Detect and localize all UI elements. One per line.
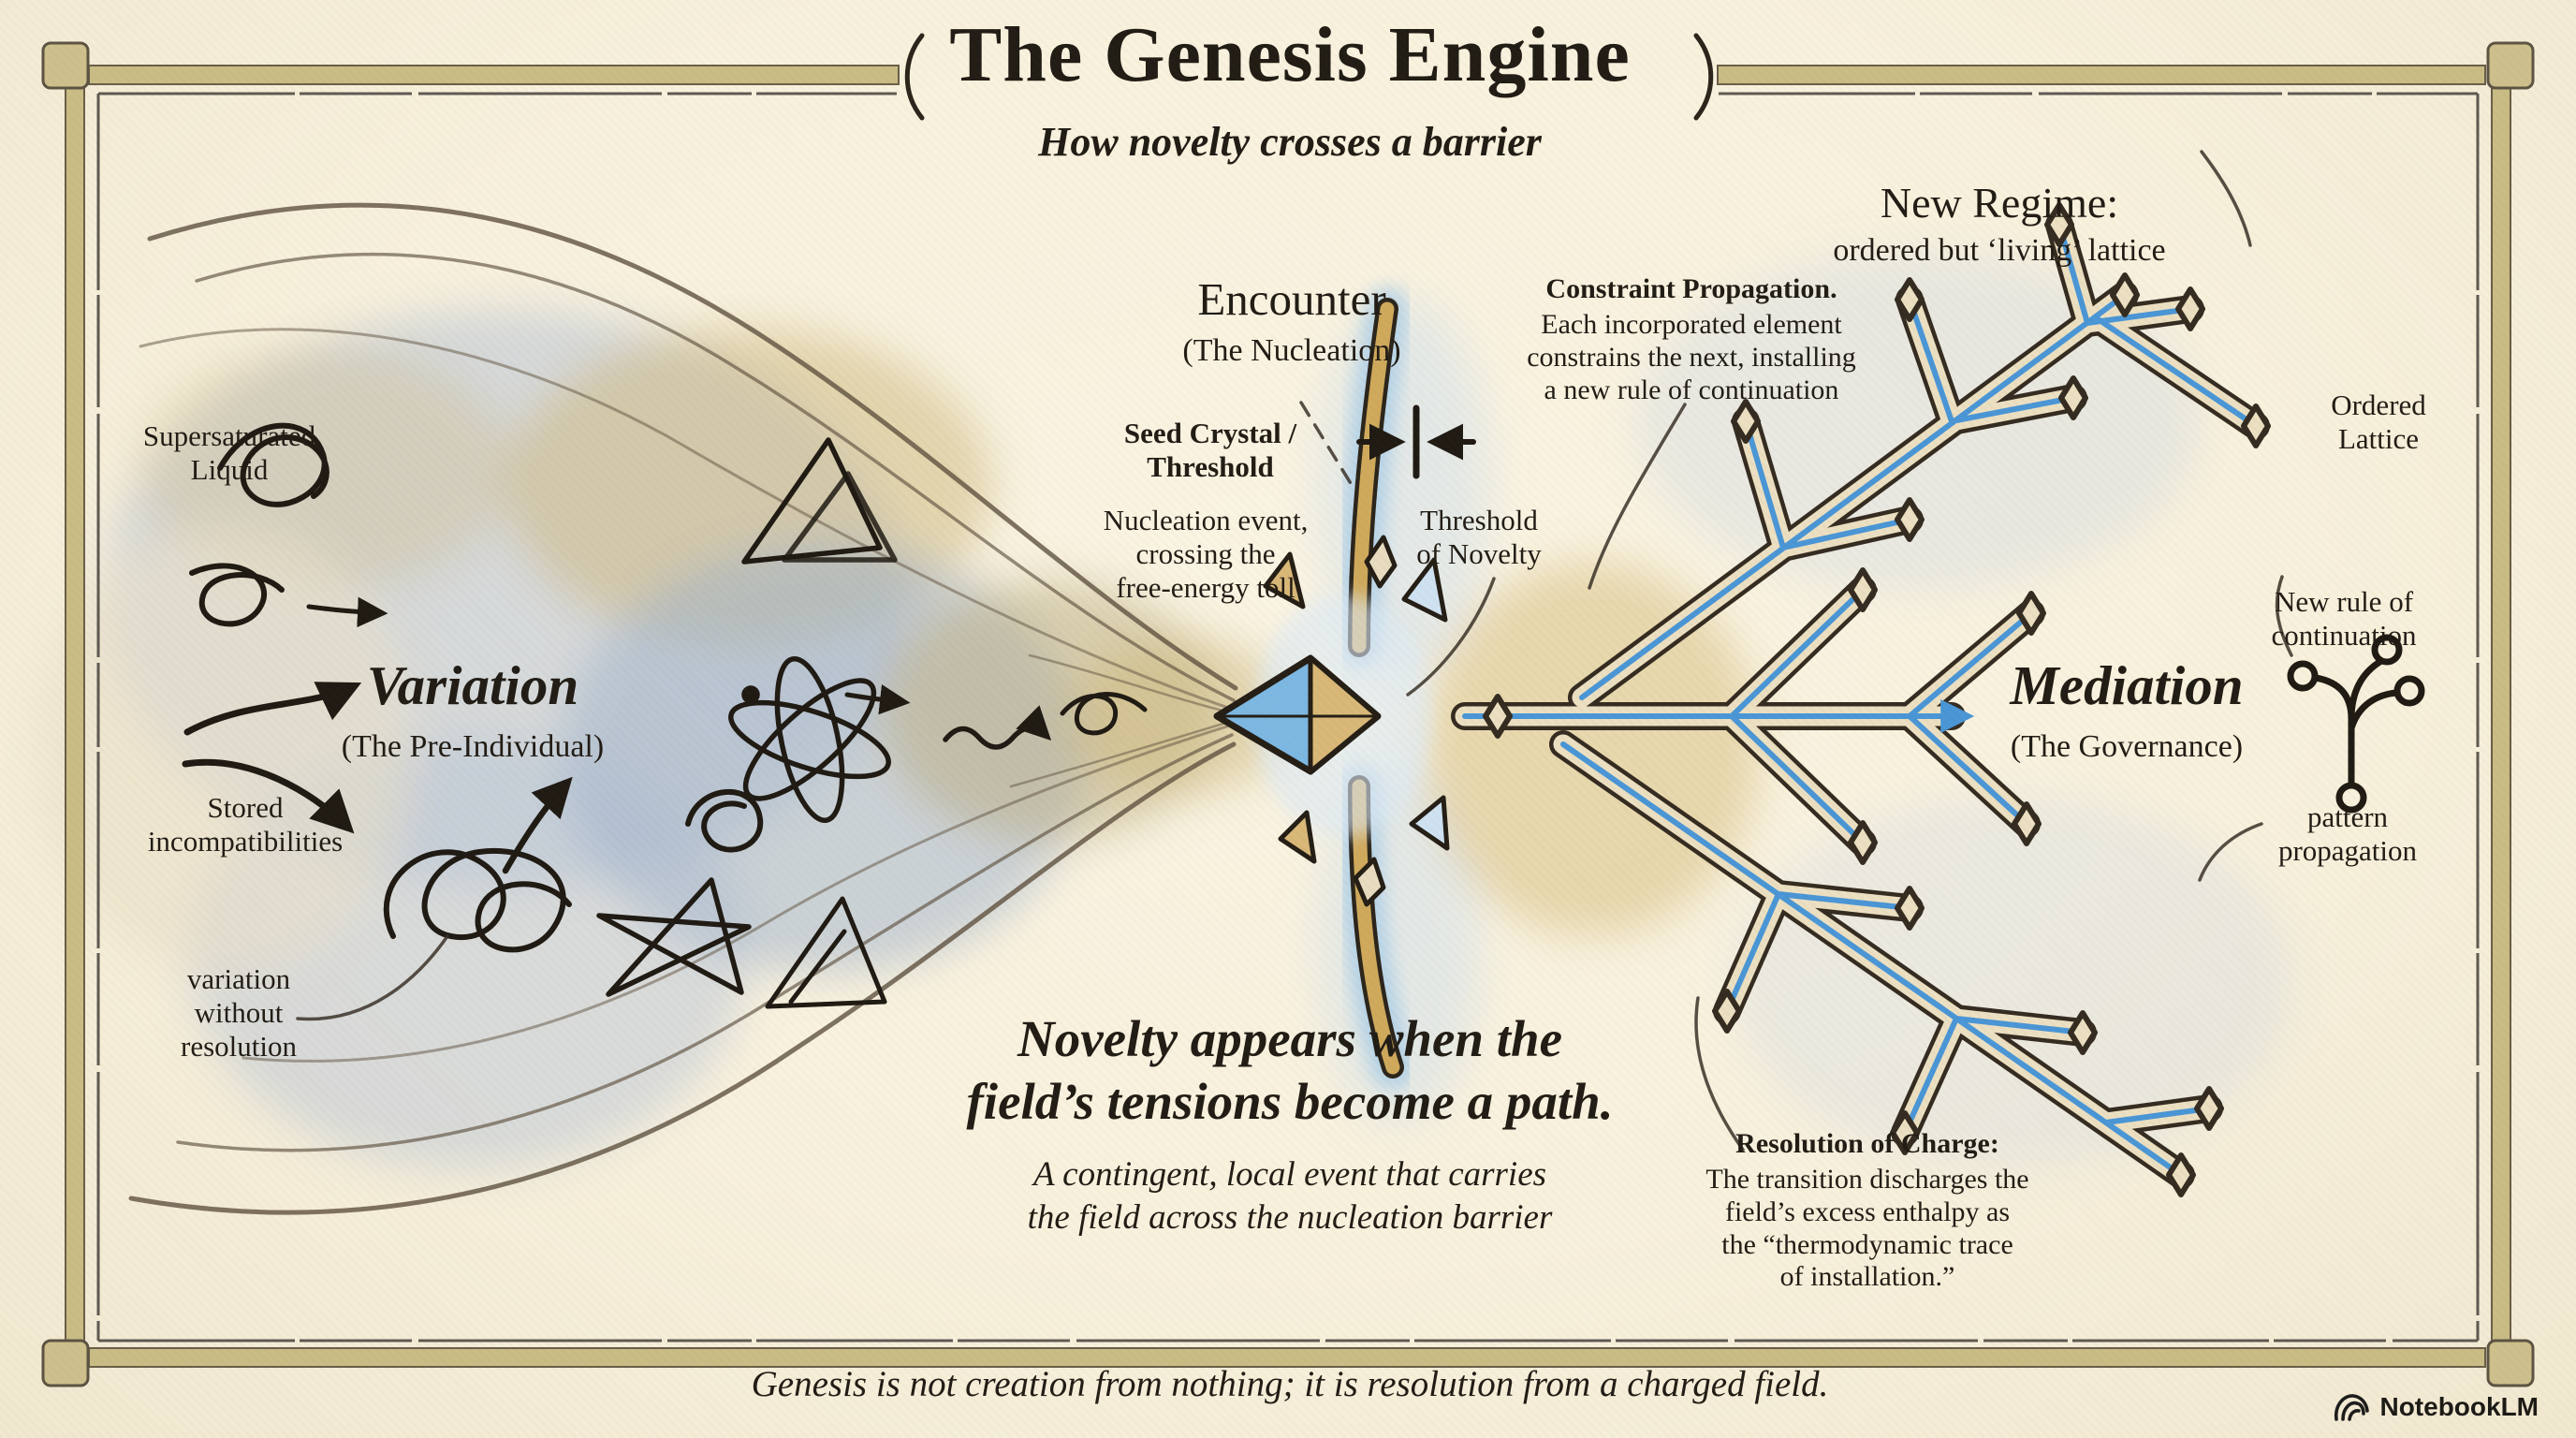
convergence-icon	[1356, 404, 1476, 479]
label-constraint-propagation-title: Constraint Propagation.	[1545, 273, 1837, 304]
label-stored-incompatibilities: Stored incompatibilities	[147, 791, 344, 858]
crossing-paths-icon	[182, 682, 362, 834]
scribble-doodles	[189, 422, 1148, 1009]
novelty-statement: Novelty appears when the field’s tension…	[966, 1010, 1614, 1131]
label-pattern-propagation: pattern propagation	[2277, 800, 2418, 867]
label-new-rule-of-continuation: New rule of continuation	[2271, 585, 2417, 652]
notebooklm-logo-icon	[2334, 1394, 2370, 1421]
tangle-arrow-icon	[502, 776, 573, 874]
label-ordered-lattice: Ordered Lattice	[2331, 389, 2426, 455]
triangle-doodles-icon	[741, 437, 898, 565]
neck-squiggle-icon	[1060, 692, 1148, 736]
frame-border	[41, 33, 2535, 1387]
leader-lines	[296, 150, 2293, 1152]
tangle-scribble-icon	[384, 847, 572, 953]
label-seed-crystal-threshold: Seed Crystal / Threshold	[1123, 417, 1297, 483]
crystal-shards	[1263, 535, 1450, 907]
label-threshold-of-novelty: Threshold of Novelty	[1416, 504, 1542, 570]
lattice-art	[1465, 205, 2268, 1195]
loop-scribble-icon	[189, 563, 285, 627]
label-new-regime-title: New Regime:	[1880, 179, 2119, 227]
label-constraint-propagation-body: Each incorporated element constrains the…	[1527, 309, 1856, 405]
stage-title-variation: Variation	[366, 654, 579, 716]
label-variation-without-resolution: variation without resolution	[181, 962, 297, 1063]
seed-crystal-art	[1213, 535, 1450, 907]
stage-title-encounter: Encounter	[1197, 273, 1386, 325]
triangle-scribble-icon	[765, 896, 887, 1009]
label-new-regime-subtitle: ordered but ‘living’ lattice	[1833, 233, 2166, 268]
label-supersaturated-liquid: Supersaturated Liquid	[142, 419, 316, 486]
page-subtitle: How novelty crosses a barrier	[1038, 119, 1542, 165]
stage-title-mediation: Mediation	[2010, 654, 2244, 716]
stage-subtitle-encounter: (The Nucleation)	[1182, 333, 1401, 368]
wavy-arrow-icon	[943, 705, 1052, 750]
title-bracket-icons	[904, 33, 1714, 121]
stage-subtitle-mediation: (The Governance)	[2010, 729, 2244, 764]
label-resolution-of-charge-body: The transition discharges the field’s ex…	[1705, 1164, 2029, 1293]
page-title: The Genesis Engine	[949, 11, 1631, 98]
star-scribble-icon	[596, 877, 752, 997]
footer-quote: Genesis is not creation from nothing; it…	[751, 1364, 1829, 1404]
drift-arrow-icon	[306, 596, 388, 628]
label-resolution-of-charge-title: Resolution of Charge:	[1735, 1128, 1999, 1159]
notebooklm-brand: NotebookLM	[2333, 1391, 2539, 1423]
stage-subtitle-variation: (The Pre-Individual)	[341, 729, 605, 764]
brand-name: NotebookLM	[2379, 1392, 2539, 1421]
label-nucleation-event: Nucleation event, crossing the free-ener…	[1103, 504, 1309, 604]
branching-tree-icon	[2287, 634, 2425, 814]
small-spiral-icon	[685, 788, 764, 853]
novelty-statement-note: A contingent, local event that carries t…	[1027, 1155, 1553, 1238]
drift-arrow2-icon	[844, 683, 911, 715]
spiral-scribble-icon	[217, 422, 329, 507]
